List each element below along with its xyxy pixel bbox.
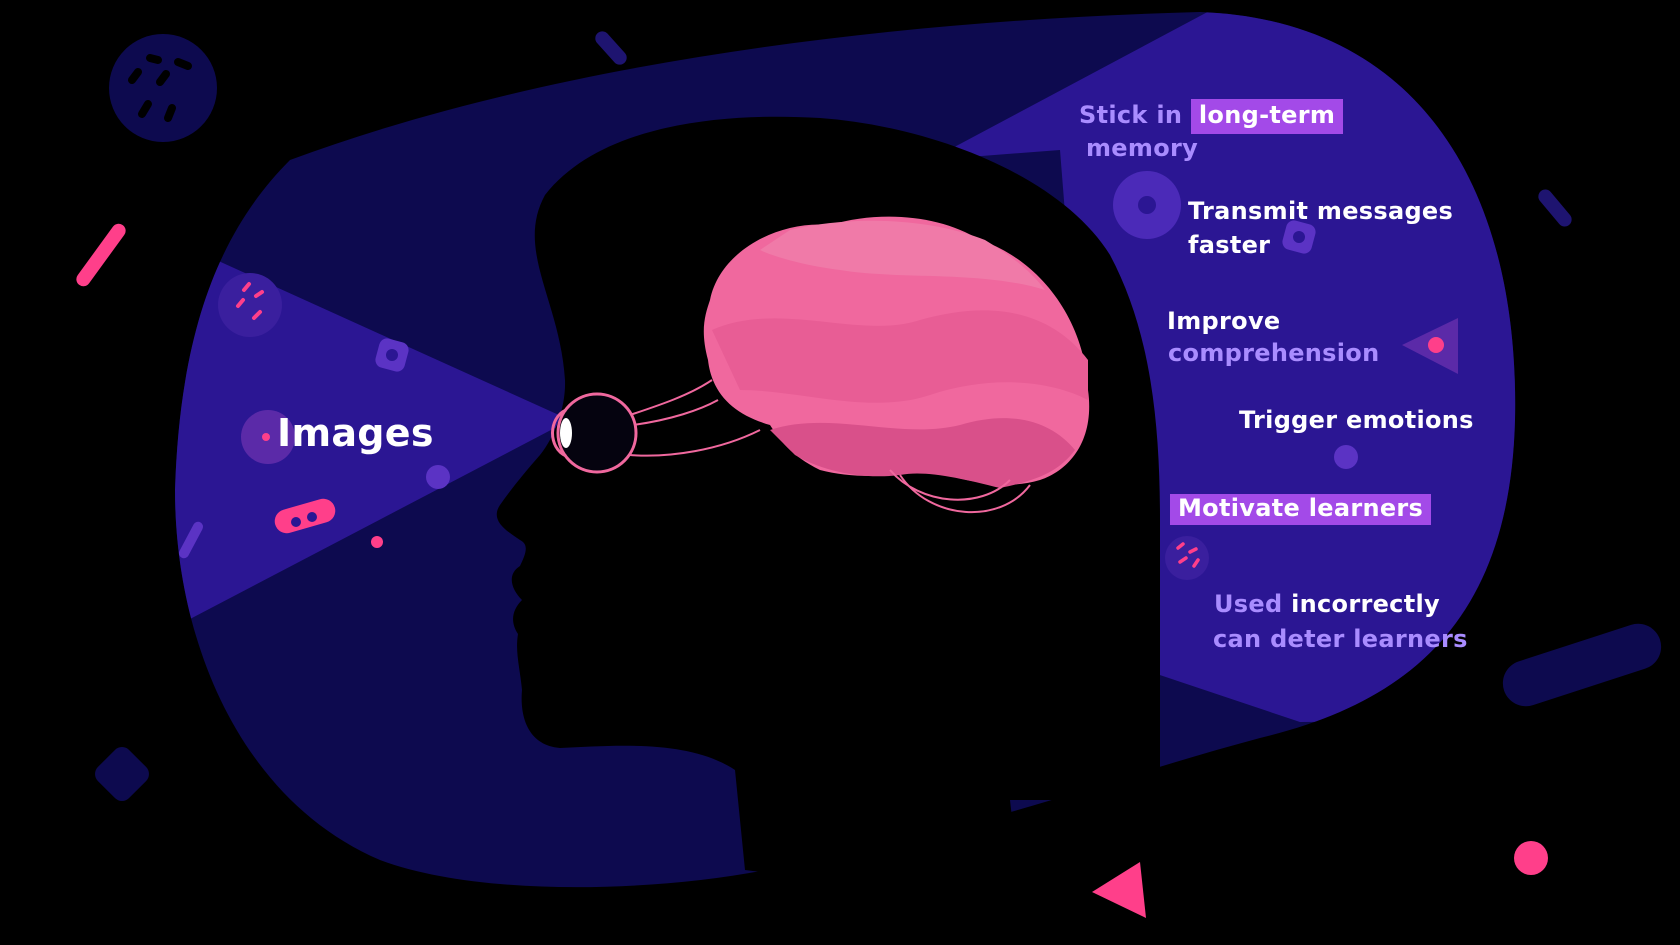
improve-line2: comprehension (1168, 339, 1380, 367)
long-term-highlight: long-term (1190, 99, 1344, 134)
used-incorrectly-line1: Used incorrectly (1214, 592, 1440, 616)
eye-icon (551, 392, 638, 474)
incorrectly-word: incorrectly (1291, 590, 1440, 618)
improve-line1: Improve (1167, 307, 1281, 335)
used-incorrectly-line2: can deter learners (1213, 625, 1468, 653)
vision-beam-right (930, 12, 1516, 722)
dot-cluster-icon (109, 34, 217, 142)
memory-text: memory (1086, 134, 1199, 162)
used-word: Used (1214, 590, 1283, 618)
decorations (76, 31, 1662, 918)
stick-prefix: Stick in (1079, 101, 1183, 129)
trigger-emotions: Trigger emotions (1239, 406, 1474, 434)
optic-nerve-lines (629, 379, 761, 457)
images-label: Images (277, 411, 434, 455)
transmit-line2: faster (1188, 231, 1271, 259)
brain-icon (703, 216, 1090, 514)
motivate-learners-highlight: Motivate learners (1170, 494, 1432, 525)
benefit-stick-in-memory: Stick in long-term (1079, 99, 1344, 134)
transmit-line1: Transmit messages (1188, 197, 1454, 225)
